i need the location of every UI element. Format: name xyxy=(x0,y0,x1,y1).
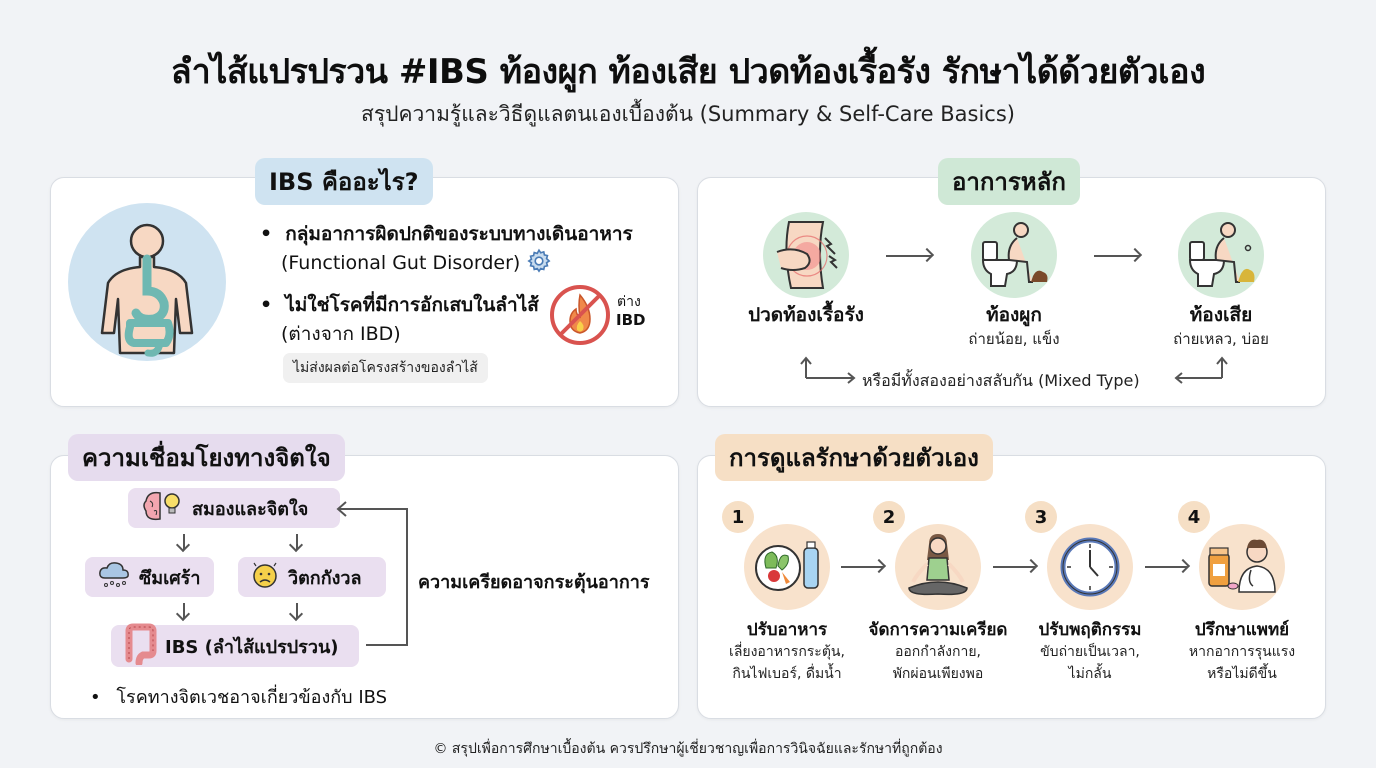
bullet-2-title: ไม่ใช่โรคที่มีการอักเสบในลำไส้ xyxy=(285,294,539,316)
loop-label: ความเครียดอาจกระตุ้นอาการ xyxy=(418,572,650,593)
step-2-sub2: พักผ่อนเพียงพอ xyxy=(892,666,984,682)
gear-icon xyxy=(526,248,552,278)
node-brain-label: สมองและจิตใจ xyxy=(192,498,309,520)
down-arrow-icon xyxy=(183,534,185,550)
mixed-type-note: หรือมีทั้งสองอย่างสลับกัน (Mixed Type) xyxy=(862,371,1140,390)
mixed-connector-left-icon xyxy=(798,354,858,388)
node-ibs-label: IBS (ลำไส้แปรปรวน) xyxy=(165,636,339,658)
ibs-bullet-1: • กลุ่มอาการผิดปกติของระบบทางเดินอาหาร xyxy=(260,219,633,249)
structure-note-chip: ไม่ส่งผลต่อโครงสร้างของลำไส้ xyxy=(283,353,488,383)
page-title: ลำไส้แปรปรวน #IBS ท้องผูก ท้องเสีย ปวดท้… xyxy=(170,52,1206,92)
ibd-note-line1: ต่าง xyxy=(617,294,641,310)
footer-disclaimer: © สรุปเพื่อการศึกษาเบื้องต้น ควรปรึกษาผู… xyxy=(433,741,943,757)
step-2-number: 2 xyxy=(873,501,905,533)
symptom-label-diarrhea: ท้องเสีย xyxy=(1189,304,1253,326)
bullet-2-subtitle: (ต่างจาก IBD) xyxy=(281,323,401,345)
arrow-icon xyxy=(1145,566,1187,568)
body-digestive-figure-icon xyxy=(68,203,226,361)
node-anxiety-label: วิตกกังวล xyxy=(288,567,362,589)
page-subtitle: สรุปความรู้และวิธีดูแลตนเองเบื้องต้น (Su… xyxy=(361,102,1015,126)
colon-icon xyxy=(123,623,157,670)
step-3-sub2: ไม่กลั้น xyxy=(1068,666,1112,682)
down-arrow-icon xyxy=(183,603,185,619)
symptom-sub-diarrhea: ถ่ายเหลว, บ่อย xyxy=(1173,330,1269,348)
symptom-label-pain: ปวดท้องเรื้อรัง xyxy=(748,304,864,326)
bullet-dot: • xyxy=(90,687,101,708)
abdominal-pain-icon xyxy=(763,212,849,298)
main-symptoms-tab: อาการหลัก xyxy=(938,158,1080,205)
step-1-label: ปรับอาหาร xyxy=(746,620,828,640)
step-1-sub2: กินไฟเบอร์, ดื่มน้ำ xyxy=(732,666,842,682)
rain-cloud-icon xyxy=(97,560,131,595)
feedback-loop-arrow-icon xyxy=(334,500,414,656)
step-3-sub1: ขับถ่ายเป็นเวลา, xyxy=(1040,644,1140,660)
doctor-medicine-icon xyxy=(1199,524,1285,610)
mixed-connector-right-icon xyxy=(1172,354,1232,388)
step-4-label: ปรึกษาแพทย์ xyxy=(1194,620,1290,640)
step-2-sub1: ออกกำลังกาย, xyxy=(894,644,982,660)
symptom-sub-constipation: ถ่ายน้อย, แข็ง xyxy=(968,330,1060,348)
worried-face-icon xyxy=(250,560,280,595)
down-arrow-icon xyxy=(296,534,298,550)
constipation-toilet-icon xyxy=(971,212,1057,298)
node-brain-mind: สมองและจิตใจ xyxy=(128,488,340,528)
down-arrow-icon xyxy=(296,603,298,619)
node-anxiety: วิตกกังวล xyxy=(238,557,386,597)
symptom-label-constipation: ท้องผูก xyxy=(986,304,1042,326)
what-is-ibs-tab: IBS คืออะไร? xyxy=(255,158,433,205)
arrow-icon xyxy=(1094,255,1140,257)
step-2-label: จัดการความเครียด xyxy=(868,620,1008,640)
step-4-number: 4 xyxy=(1178,501,1210,533)
meditation-icon xyxy=(895,524,981,610)
arrow-icon xyxy=(886,255,932,257)
ibs-bullet-2: • ไม่ใช่โรคที่มีการอักเสบในลำไส้ xyxy=(260,290,539,320)
psychiatric-note: • โรคทางจิตเวชอาจเกี่ยวข้องกับ IBS xyxy=(90,682,387,711)
psychiatric-note-text: โรคทางจิตเวชอาจเกี่ยวข้องกับ IBS xyxy=(116,687,388,708)
arrow-icon xyxy=(993,566,1035,568)
ibd-note-line2: IBD xyxy=(616,311,646,329)
node-ibs: IBS (ลำไส้แปรปรวน) xyxy=(111,623,359,670)
bullet-1-subtitle: (Functional Gut Disorder) xyxy=(281,252,521,274)
diarrhea-toilet-icon xyxy=(1178,212,1264,298)
step-3-label: ปรับพฤติกรรม xyxy=(1038,620,1142,640)
step-1-sub1: เลี่ยงอาหารกระตุ้น, xyxy=(729,644,845,660)
mind-connection-tab: ความเชื่อมโยงทางจิตใจ xyxy=(68,434,345,481)
arrow-icon xyxy=(841,566,883,568)
bullet-dot: • xyxy=(260,294,273,316)
step-4-sub2: หรือไม่ดีขึ้น xyxy=(1207,666,1277,682)
bullet-dot: • xyxy=(260,223,273,245)
ibs-bullet-1-sub: (Functional Gut Disorder) xyxy=(281,248,552,278)
no-inflammation-icon xyxy=(548,283,612,351)
node-depression-label: ซึมเศร้า xyxy=(139,567,201,589)
self-care-tab: การดูแลรักษาด้วยตัวเอง xyxy=(715,434,993,481)
step-1-number: 1 xyxy=(722,501,754,533)
clock-icon xyxy=(1047,524,1133,610)
food-and-water-icon xyxy=(744,524,830,610)
step-3-number: 3 xyxy=(1025,501,1057,533)
bullet-1-title: กลุ่มอาการผิดปกติของระบบทางเดินอาหาร xyxy=(285,223,633,245)
step-4-sub1: หากอาการรุนแรง xyxy=(1188,644,1296,660)
node-depression: ซึมเศร้า xyxy=(85,557,214,597)
brain-lightbulb-icon xyxy=(140,489,184,528)
